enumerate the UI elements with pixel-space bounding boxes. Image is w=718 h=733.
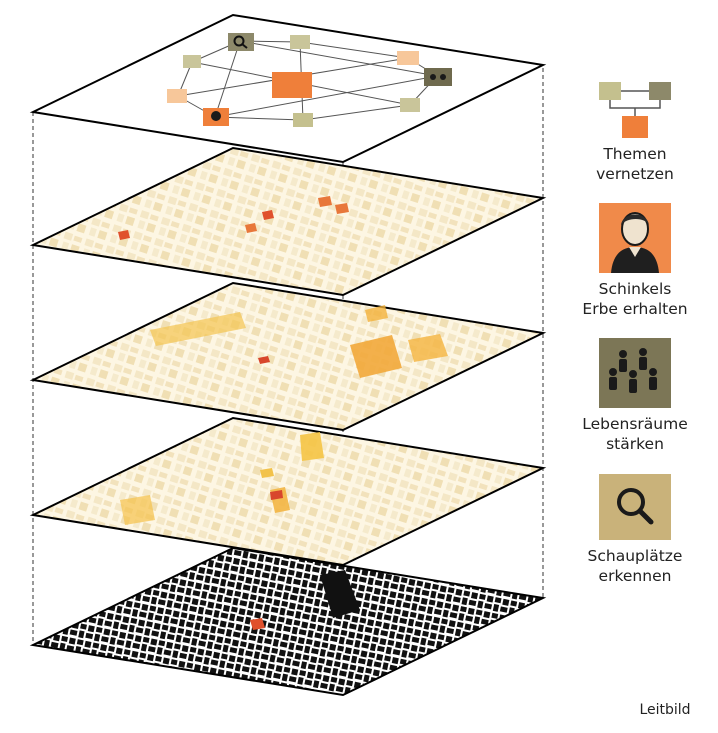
legend-schinkels-erbe: Schinkels Erbe erhalten: [560, 203, 710, 319]
legend-label-3-line2: stärken: [560, 434, 710, 454]
magnifier-icon: [599, 474, 671, 540]
layer-schinkel-erbe: [33, 148, 543, 295]
legend-schauplaetze: Schauplätze erkennen: [560, 474, 710, 586]
layer-lebensraeume: [33, 283, 543, 430]
layer-stack-diagram: [0, 0, 560, 733]
legend-label-3-line1: Lebensräume: [560, 414, 710, 434]
layer-city-footprint: [33, 548, 543, 695]
caption-leitbild: Leitbild: [620, 702, 710, 718]
legend-label-2-line1: Schinkels: [560, 279, 710, 299]
legend-label-1-line2: vernetzen: [560, 164, 710, 184]
layer-themen-network: [33, 15, 543, 162]
legend-label-1-line1: Themen: [560, 144, 710, 164]
legend-label-4-line2: erkennen: [560, 566, 710, 586]
legend-themen-vernetzen: Themen vernetzen: [560, 80, 710, 184]
legend-label-4-line1: Schauplätze: [560, 546, 710, 566]
legend-lebensraeume: Lebensräume stärken: [560, 338, 710, 454]
people-group-icon: [599, 338, 671, 408]
layer-schauplaetze: [33, 418, 543, 565]
portrait-icon: [599, 203, 671, 273]
network-squares-icon: [598, 80, 672, 138]
legend-label-2-line2: Erbe erhalten: [560, 299, 710, 319]
